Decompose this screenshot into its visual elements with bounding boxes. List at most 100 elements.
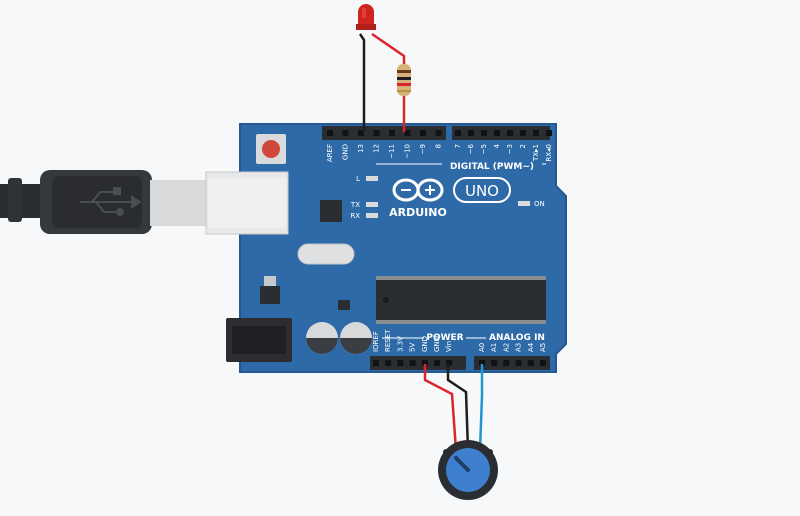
capacitor-2	[340, 322, 372, 354]
pin-label: ~3	[506, 144, 514, 154]
analog-pins: A0 A1 A2 A3 A4 A5	[478, 342, 547, 366]
pin-label: ~6	[467, 143, 475, 154]
pin-socket[interactable]	[434, 360, 440, 366]
pot-gnd-wire[interactable]	[446, 364, 470, 451]
pin-label: A5	[539, 343, 547, 352]
potentiometer[interactable]	[438, 440, 498, 500]
pin-label: 13	[357, 144, 365, 153]
pin-socket[interactable]	[468, 130, 474, 136]
digital-pins-left: AREF GND 13 12 ~11 ~10 ~9 8	[326, 130, 443, 162]
pin-socket[interactable]	[397, 360, 404, 366]
red-led[interactable]	[356, 4, 376, 30]
pin-socket[interactable]	[327, 130, 333, 136]
reset-button[interactable]	[256, 134, 286, 164]
led-tx-label: TX	[350, 201, 360, 209]
pot-a0-wire[interactable]	[478, 364, 484, 451]
pin-socket[interactable]	[358, 130, 364, 136]
power-header-label: POWER	[426, 333, 463, 343]
pin-label: Vin	[445, 341, 453, 352]
pin-socket[interactable]	[409, 360, 416, 366]
pin-label: RESET	[384, 329, 392, 352]
pin-socket[interactable]	[479, 360, 485, 366]
pin-label: 7	[454, 144, 462, 148]
capacitor-1	[306, 322, 338, 354]
pin-socket[interactable]	[373, 130, 380, 136]
led-rx-label: RX	[350, 212, 360, 220]
pin-socket[interactable]	[342, 130, 349, 136]
pin-socket[interactable]	[421, 360, 428, 366]
pin-socket[interactable]	[455, 130, 461, 136]
led-l-label: L	[356, 175, 360, 183]
crystal-oscillator	[297, 243, 355, 265]
pin-label: 12	[373, 144, 381, 153]
model-label: UNO	[465, 182, 499, 200]
pin-socket[interactable]	[491, 360, 498, 366]
pin-socket[interactable]	[540, 360, 546, 366]
pin-socket[interactable]	[515, 360, 522, 366]
pin-label: A3	[515, 343, 523, 352]
led-l	[366, 176, 378, 181]
small-ic	[338, 300, 350, 310]
analog-header	[474, 356, 550, 370]
pin-socket[interactable]	[533, 130, 539, 136]
pin-socket[interactable]	[520, 130, 526, 136]
pin-label: 3.3V	[396, 336, 404, 352]
pin-socket[interactable]	[507, 130, 513, 136]
pin-socket[interactable]	[546, 130, 552, 136]
pin-label: GND	[342, 144, 350, 160]
pin-label: AREF	[326, 144, 334, 162]
pin-socket[interactable]	[385, 360, 392, 366]
resistor[interactable]	[397, 64, 411, 96]
power-header	[370, 356, 466, 370]
arduino-board[interactable]: ARDUINO UNO L TX RX ON DIGITAL (PWM~) PO…	[205, 123, 567, 373]
pin-socket[interactable]	[404, 130, 411, 136]
power-jack[interactable]	[226, 318, 292, 362]
pin-label: GND	[433, 336, 441, 352]
pin-socket[interactable]	[527, 360, 534, 366]
pin-label: GND	[421, 336, 429, 352]
pin-label: A2	[502, 343, 510, 352]
pin-label: ~5	[480, 144, 488, 154]
usb-plug-metal	[150, 180, 208, 226]
pin-label: 8	[435, 144, 443, 148]
voltage-regulator	[260, 286, 280, 304]
digital-header-label-text: DIGITAL (PWM~)	[450, 162, 534, 172]
pot-5v-wire[interactable]	[423, 364, 458, 451]
pin-label: ~9	[419, 144, 427, 154]
pin-label: A1	[490, 343, 498, 352]
pin-socket[interactable]	[435, 130, 442, 136]
pin-label: IOREF	[372, 331, 380, 352]
pin-label: ~10	[404, 144, 412, 159]
pin-label: A4	[527, 342, 535, 352]
led-tx	[366, 202, 378, 207]
pin-socket[interactable]	[494, 130, 500, 136]
pin-socket[interactable]	[503, 360, 510, 366]
led-cathode-wire[interactable]	[358, 33, 366, 132]
brand-label: ARDUINO	[389, 206, 447, 219]
atmega-chip	[376, 276, 546, 324]
pin-label: 4	[493, 143, 501, 148]
pin-label: A0	[478, 343, 486, 352]
usb-chip	[320, 200, 342, 222]
pin-socket[interactable]	[389, 130, 395, 136]
pin-label: ~11	[388, 144, 396, 159]
pin-socket[interactable]	[446, 360, 453, 366]
usb-icon	[80, 187, 142, 216]
led-anode-wire[interactable]	[371, 32, 406, 132]
pin-socket[interactable]	[373, 360, 379, 366]
pin-socket[interactable]	[420, 130, 426, 136]
arduino-logo	[392, 178, 444, 202]
pin-label: TX▸1	[532, 144, 540, 162]
usb-cable[interactable]	[0, 170, 208, 234]
led-circuit[interactable]	[356, 4, 411, 132]
led-on-label: ON	[534, 200, 545, 208]
pin-socket[interactable]	[481, 130, 487, 136]
pin-label: 2	[519, 144, 527, 148]
potentiometer-circuit[interactable]	[423, 364, 498, 500]
digital-header-left	[322, 126, 446, 140]
led-rx	[366, 213, 378, 218]
analog-header-label: ANALOG IN	[489, 333, 545, 343]
